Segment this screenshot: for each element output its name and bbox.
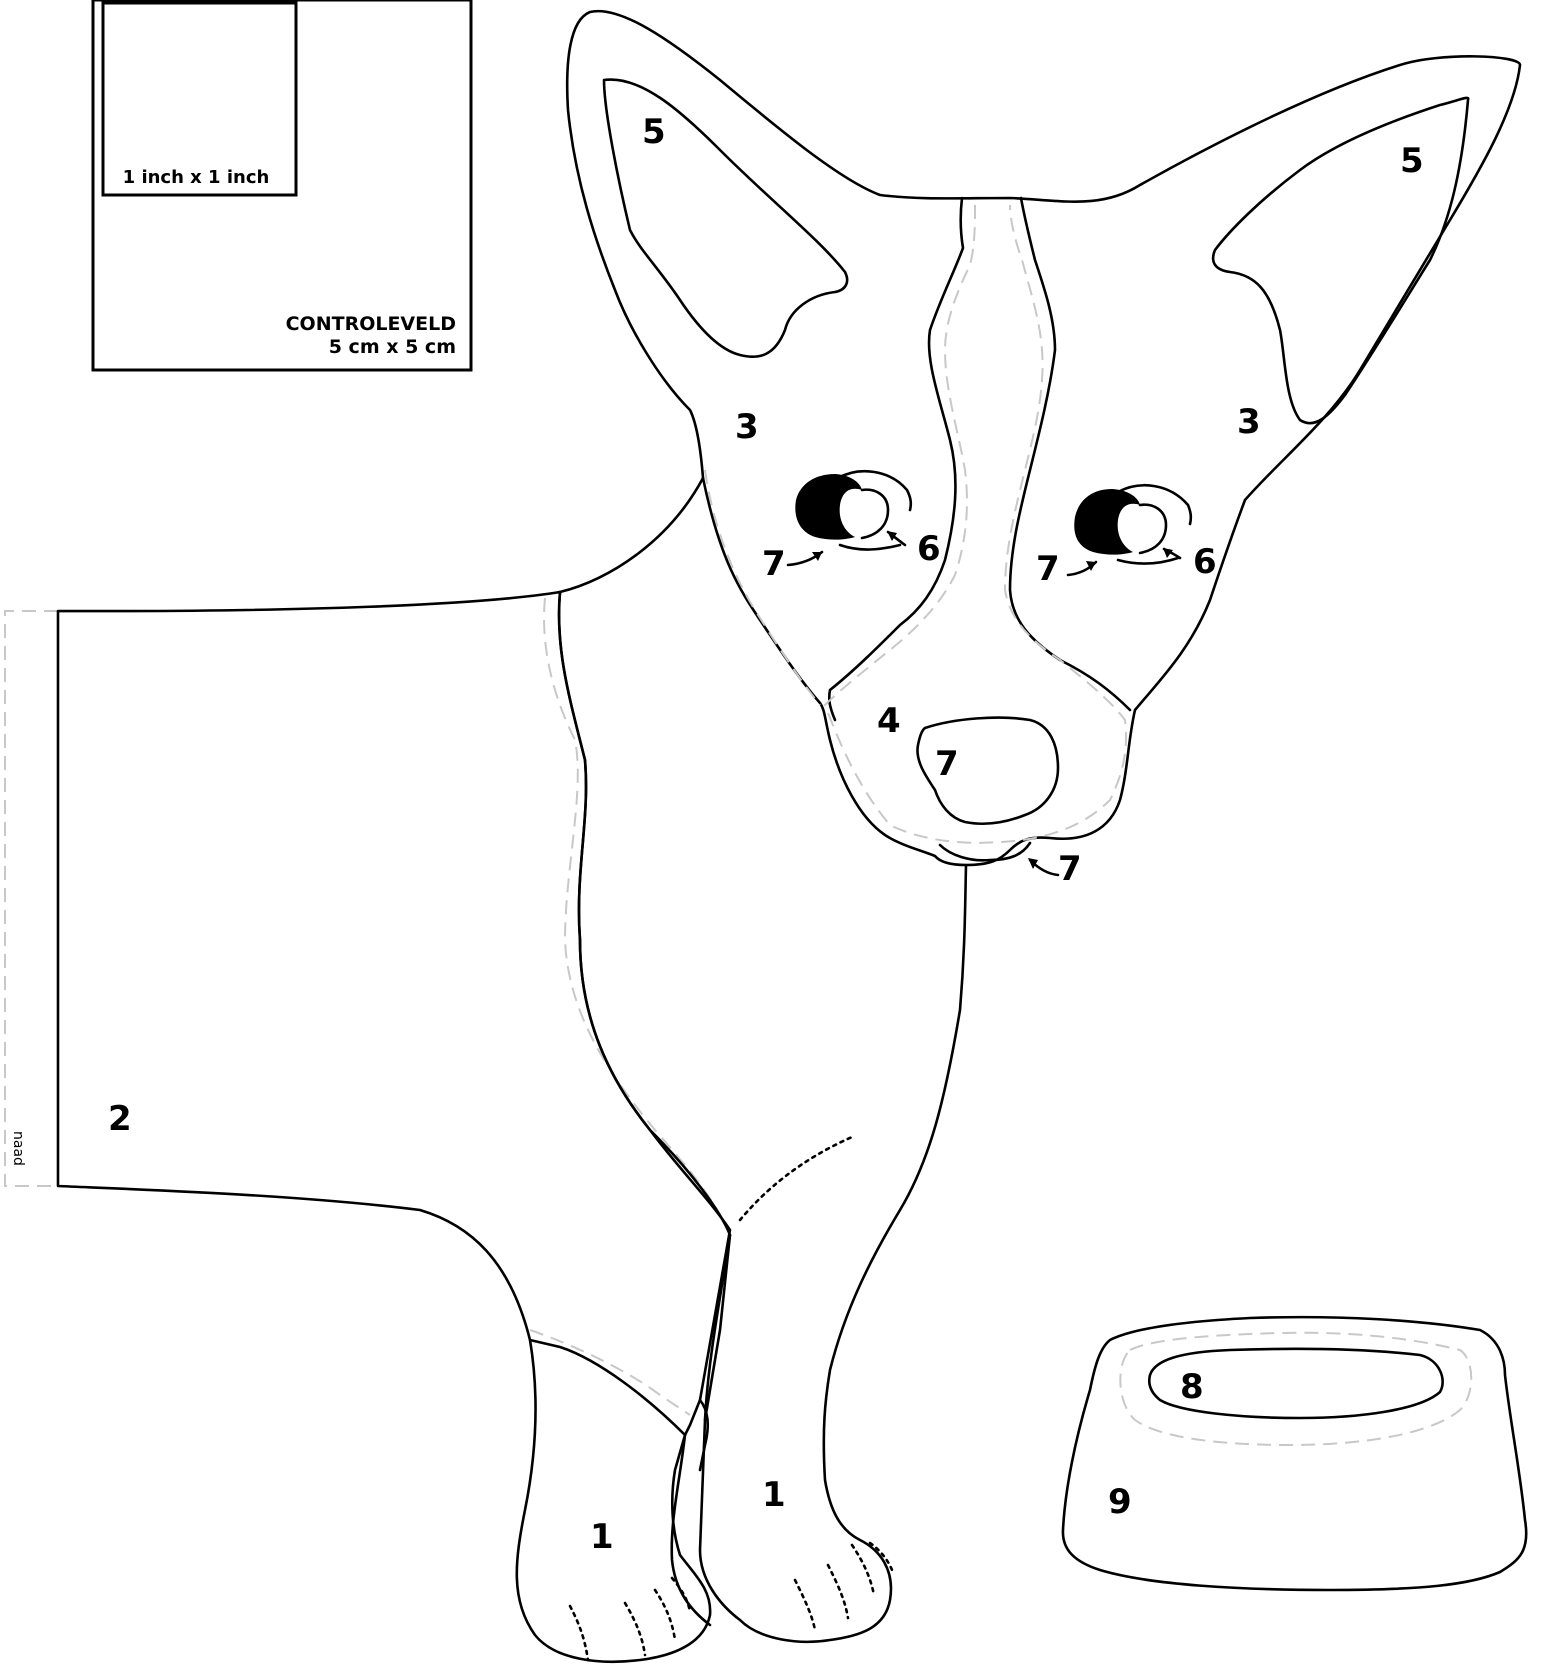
eye-lower-right-number: 7 — [1036, 549, 1060, 589]
back-leg-number: 1 — [590, 1517, 614, 1557]
bowl-inside-number: 8 — [1180, 1367, 1204, 1407]
control-box-title: CONTROLEVELD — [286, 313, 456, 335]
control-box-size: 5 cm x 5 cm — [329, 336, 456, 358]
body-number: 2 — [108, 1099, 132, 1139]
body-seam-allowance: naad — [5, 611, 58, 1186]
front-leg-number: 1 — [762, 1475, 786, 1515]
eye-highlight-right-number: 6 — [1193, 542, 1217, 582]
face-right-number: 3 — [1237, 402, 1261, 442]
bowl-outside-number: 9 — [1108, 1482, 1132, 1522]
right-eye — [1074, 485, 1191, 563]
body-piece — [58, 478, 852, 1435]
nose-number: 7 — [935, 744, 959, 784]
blaze-number: 4 — [877, 701, 901, 741]
food-bowl — [1063, 1317, 1526, 1590]
seam-label: naad — [10, 1131, 26, 1166]
eye-highlight-left-number: 6 — [917, 529, 941, 569]
ear-right-number: 5 — [1400, 141, 1424, 181]
inch-label: 1 inch x 1 inch — [123, 167, 270, 188]
face-left-number: 3 — [735, 407, 759, 447]
ear-left-number: 5 — [642, 112, 666, 152]
back-leg — [517, 1340, 710, 1662]
control-box: 1 inch x 1 inch CONTROLEVELD 5 cm x 5 cm — [93, 0, 471, 370]
chin-number: 7 — [1058, 849, 1082, 889]
head — [567, 11, 1520, 875]
eye-lower-left-number: 7 — [762, 544, 786, 584]
